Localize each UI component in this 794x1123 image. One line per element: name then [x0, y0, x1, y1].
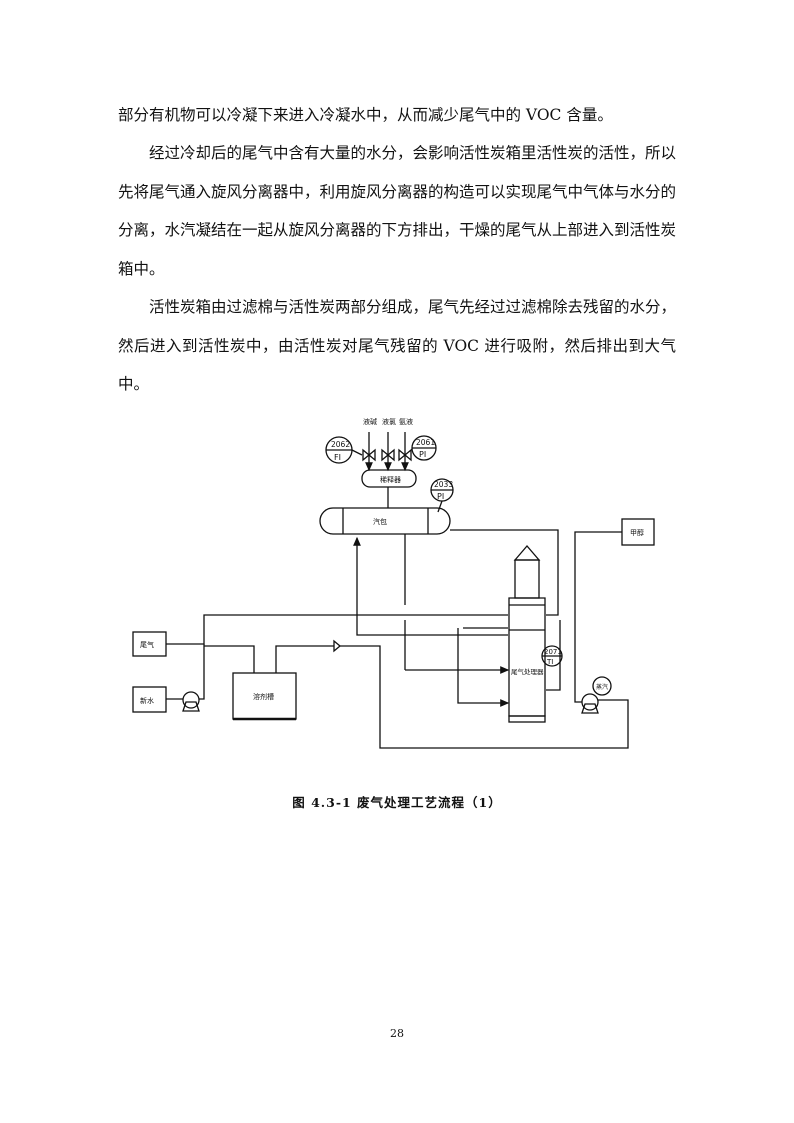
header-box: [361, 469, 417, 488]
paragraph-1: 部分有机物可以冷凝下来进入冷凝水中，从而减少尾气中的 VOC 含量。: [118, 106, 613, 124]
pi-2033-tag: 2033: [434, 480, 453, 489]
ti-2071-type: TI: [546, 658, 553, 666]
tower-label: 尾气处理器: [511, 667, 544, 676]
inlet-line-1: [362, 432, 376, 472]
ti-2071-tag: 2071: [544, 648, 562, 656]
figure-caption: 图 4.3-1 废气处理工艺流程（1）: [292, 795, 502, 810]
water-box-label: 新水: [140, 696, 154, 705]
inlet-line-2: [381, 432, 395, 472]
pi-2061-tag: 2061: [416, 438, 435, 447]
right-box-label: 甲醇: [630, 528, 644, 537]
pi-2061-instrument: [411, 435, 437, 461]
pi-2033-type: PI: [437, 492, 444, 501]
gas-box-label: 尾气: [140, 640, 154, 649]
process-flow-diagram: 液碱 液氯 氨液 2062 FI 2061 PI 2033 PI 2071 TI…: [132, 417, 655, 749]
top-input-label-3: 氨液: [399, 417, 413, 426]
pi-2033-instrument: [430, 478, 454, 513]
drum-vessel: [319, 507, 451, 535]
paragraph-3: 活性炭箱由过滤棉与活性炭两部分组成，尾气先经过过滤棉除去残留的水分，然后进入到活…: [118, 298, 677, 393]
fi-2062-instrument: [325, 436, 363, 464]
inlet-line-3: [398, 432, 412, 472]
header-box-label: 稀释器: [380, 475, 401, 484]
drum-label: 汽包: [373, 517, 387, 526]
piping: [166, 529, 629, 749]
pi-2061-type: PI: [419, 450, 426, 459]
steam-circle-label: 蒸汽: [596, 683, 608, 691]
top-input-label-2: 液氯: [382, 417, 396, 426]
right-pump: [581, 693, 599, 714]
left-pump: [182, 691, 200, 712]
paragraph-2: 经过冷却后的尾气中含有大量的水分，会影响活性炭箱里活性炭的活性，所以先将尾气通入…: [118, 144, 677, 278]
fi-tag: 2062: [331, 440, 350, 449]
top-input-label-1: 液碱: [363, 417, 377, 426]
page-number: 28: [390, 1027, 404, 1040]
tank-label: 溶剂槽: [253, 692, 274, 701]
fi-type: FI: [334, 453, 341, 462]
treatment-tower: [508, 545, 546, 723]
steam-circle: [592, 676, 612, 696]
ti-2071-instrument: [541, 645, 563, 667]
